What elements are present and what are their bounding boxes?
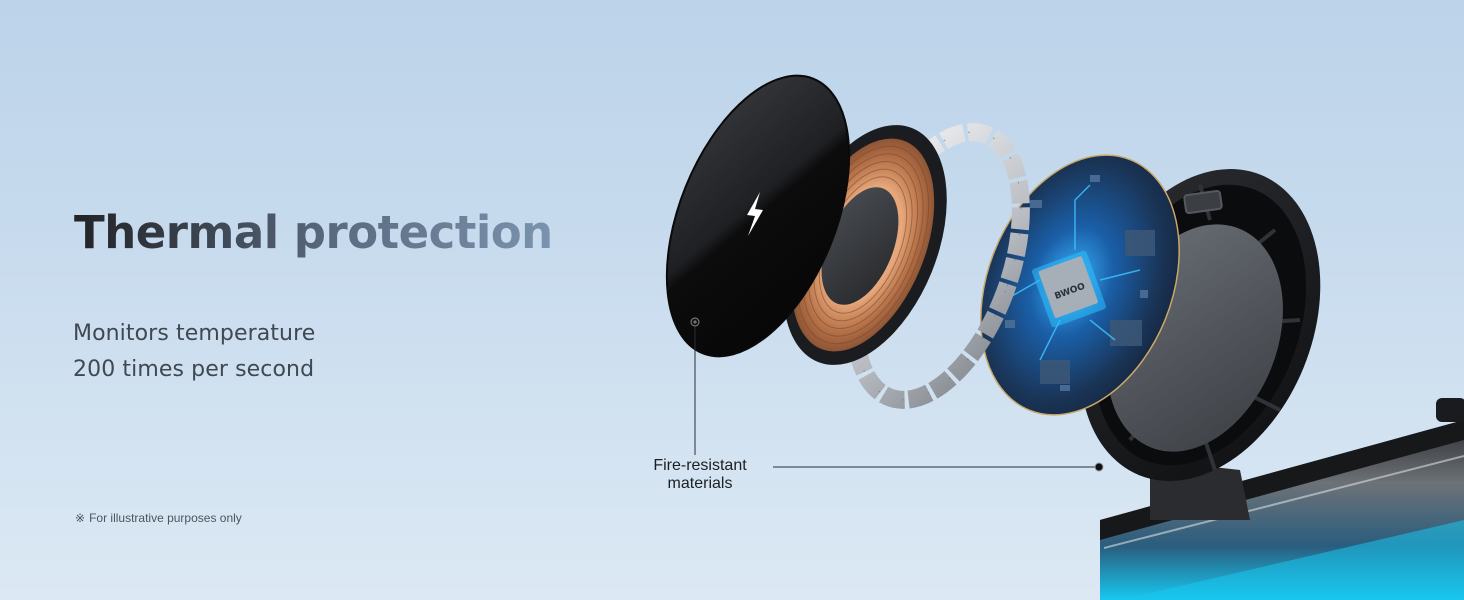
disclaimer-footnote: ※For illustrative purposes only bbox=[75, 511, 242, 525]
glass-cover bbox=[665, 74, 851, 358]
banner-subtitle: Monitors temperature 200 times per secon… bbox=[73, 316, 315, 388]
subtitle-line-1: Monitors temperature bbox=[73, 321, 316, 346]
lightning-bolt-icon bbox=[747, 192, 763, 236]
callout-leader-lines bbox=[690, 317, 1104, 472]
callout-line-1: Fire-resistant bbox=[653, 457, 747, 474]
subtitle-line-2: 200 times per second bbox=[73, 357, 315, 382]
circuit-board: BWOO bbox=[980, 154, 1180, 416]
callout-label-fire-resistant: Fire-resistant materials bbox=[640, 457, 760, 493]
callout-line-2: materials bbox=[667, 475, 733, 492]
footnote-text: For illustrative purposes only bbox=[89, 511, 242, 525]
reference-mark-icon: ※ bbox=[75, 511, 86, 525]
banner-title: Thermal protection bbox=[74, 206, 553, 259]
